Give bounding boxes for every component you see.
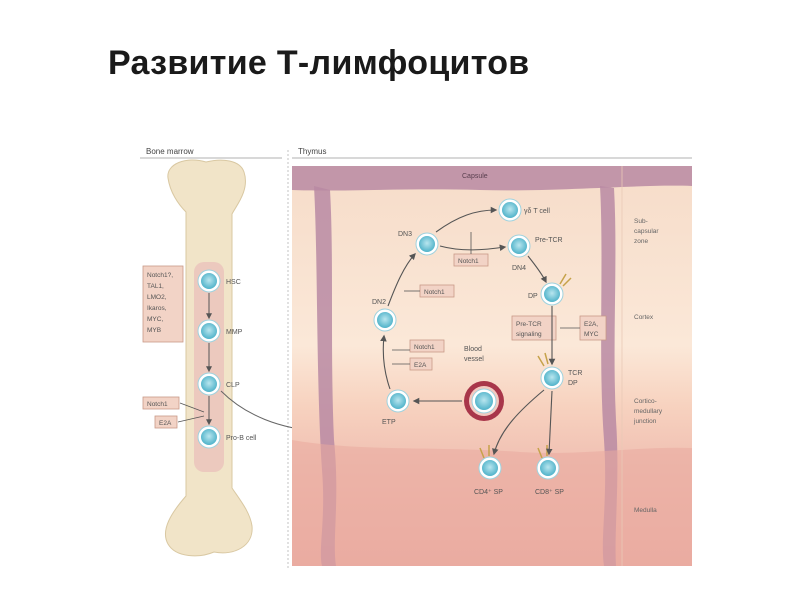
slide-title: Развитие Т-лимфоцитов (108, 44, 530, 82)
cell-dn3: DN3 (398, 231, 439, 256)
thymus-label: Thymus (298, 147, 326, 156)
svg-text:E2A: E2A (414, 362, 427, 369)
svg-text:Notch1: Notch1 (414, 344, 435, 351)
arrow-dn4-dp (527, 255, 547, 284)
svg-text:signaling: signaling (516, 331, 542, 338)
cell-dp-label: DP (528, 293, 538, 300)
zone-subcapsular: Sub- capsular zone (634, 218, 659, 245)
cell-cd8-sp-label: CD8⁺ SP (535, 489, 564, 496)
cell-gd-t: γδ T cell (498, 198, 550, 222)
tcr-receptor-icon (537, 352, 549, 367)
svg-text:Notch1: Notch1 (147, 401, 168, 408)
cell-dn3-label: DN3 (398, 231, 412, 238)
svg-text:Pre-TCR: Pre-TCR (516, 321, 542, 328)
bone-cell-pro-b: Pro-B cell (197, 425, 257, 449)
medulla-region (292, 440, 692, 566)
cell-dn2-label: DN2 (372, 299, 386, 306)
svg-text:Sub-: Sub- (634, 218, 648, 225)
cell-etp: ETP (382, 389, 410, 426)
notch1-box-dn2: Notch1 (419, 284, 455, 298)
tf-line-2: TAL1, (147, 283, 164, 290)
cell-tcr-dp-label-2: DP (568, 380, 578, 387)
svg-text:Notch1: Notch1 (458, 258, 479, 265)
svg-text:capsular: capsular (634, 228, 659, 235)
cell-etp-label: ETP (382, 419, 396, 426)
svg-text:E2A: E2A (159, 420, 172, 427)
svg-text:MYC: MYC (584, 331, 599, 338)
svg-text:junction: junction (633, 418, 657, 425)
cell-cd4-sp: CD4⁺ SP (474, 445, 503, 496)
blood-vessel-label-2: vessel (464, 356, 484, 363)
thymus-tissue (292, 166, 692, 566)
cell-cd8-sp: CD8⁺ SP (535, 445, 564, 496)
cell-tcr-dp: TCR DP (537, 352, 582, 390)
zone-cortex: Cortex (634, 314, 654, 321)
tf-line-1: Notch1?, (147, 272, 173, 279)
bone-cell-mmp-label: MMP (226, 329, 243, 336)
capsule-label: Capsule (462, 173, 488, 180)
arrow-etp-dn2 (380, 334, 391, 390)
tf-line-3: LMO2, (147, 294, 167, 301)
notch1-inhibit-line (179, 402, 205, 413)
cell-dn4: DN4 Pre-TCR (507, 234, 563, 272)
bone-marrow-label: Bone marrow (146, 147, 194, 156)
cell-dp: DP (528, 273, 572, 306)
svg-text:Cortex: Cortex (634, 314, 654, 321)
cell-tcr-dp-label-1: TCR (568, 370, 582, 377)
capsule-band (292, 166, 692, 191)
bone-cell-clp-label: CLP (226, 382, 240, 389)
cell-cd4-sp-label: CD4⁺ SP (474, 489, 503, 496)
zone-medulla: Medulla (634, 507, 657, 514)
svg-text:Cortico-: Cortico- (634, 398, 657, 405)
arrow-dn2-dn3 (387, 253, 416, 307)
notch1-box-dn3: Notch1 (453, 253, 489, 267)
arrow-tcrdp-cd8 (545, 390, 553, 456)
blood-vessel-label-1: Blood (464, 346, 482, 353)
bone-cell-pro-b-label: Pro-B cell (226, 435, 257, 442)
cell-gd-t-label: γδ T cell (524, 208, 550, 215)
e2a-myc-box: E2A, MYC (579, 315, 607, 341)
e2a-inhibit-line (177, 415, 205, 423)
bone-cell-hsc-label: HSC (226, 279, 241, 286)
arrow-dn3-dn4 (439, 244, 507, 252)
bone-cell-hsc: HSC (197, 269, 241, 293)
zone-cortico-medullary: Cortico- medullary junction (633, 398, 663, 425)
tf-line-4: Ikaros, (147, 305, 167, 312)
svg-text:Notch1: Notch1 (424, 289, 445, 296)
notch1-box-etp: Notch1 (409, 339, 445, 353)
cd4-receptor-icon (479, 445, 490, 459)
svg-text:Medulla: Medulla (634, 507, 657, 514)
tf-line-6: MYB (147, 327, 161, 334)
cell-dn2: DN2 (372, 299, 397, 332)
blood-vessel: Blood vessel (464, 346, 504, 421)
svg-text:medullary: medullary (634, 408, 663, 415)
pretcr-label: Pre-TCR (535, 237, 563, 244)
dp-receptor-icon (559, 273, 572, 287)
arrow-tcrdp-cd4 (492, 389, 545, 456)
arrow-dn3-gd (435, 206, 498, 233)
svg-text:zone: zone (634, 238, 648, 245)
cell-dn4-label: DN4 (512, 265, 526, 272)
bone-e2a-box: E2A (154, 415, 178, 429)
e2a-box-etp: E2A (409, 357, 433, 371)
svg-text:E2A,: E2A, (584, 321, 598, 328)
bone-cell-clp: CLP (197, 372, 240, 396)
bone-notch1-box: Notch1 (142, 396, 180, 410)
tf-box: Notch1?, TAL1, LMO2, Ikaros, MYC, MYB (142, 265, 184, 343)
bone-cell-mmp: MMP (197, 319, 243, 343)
pretcr-signaling-box: Pre-TCR signaling (511, 315, 557, 341)
tf-line-5: MYC, (147, 316, 163, 323)
